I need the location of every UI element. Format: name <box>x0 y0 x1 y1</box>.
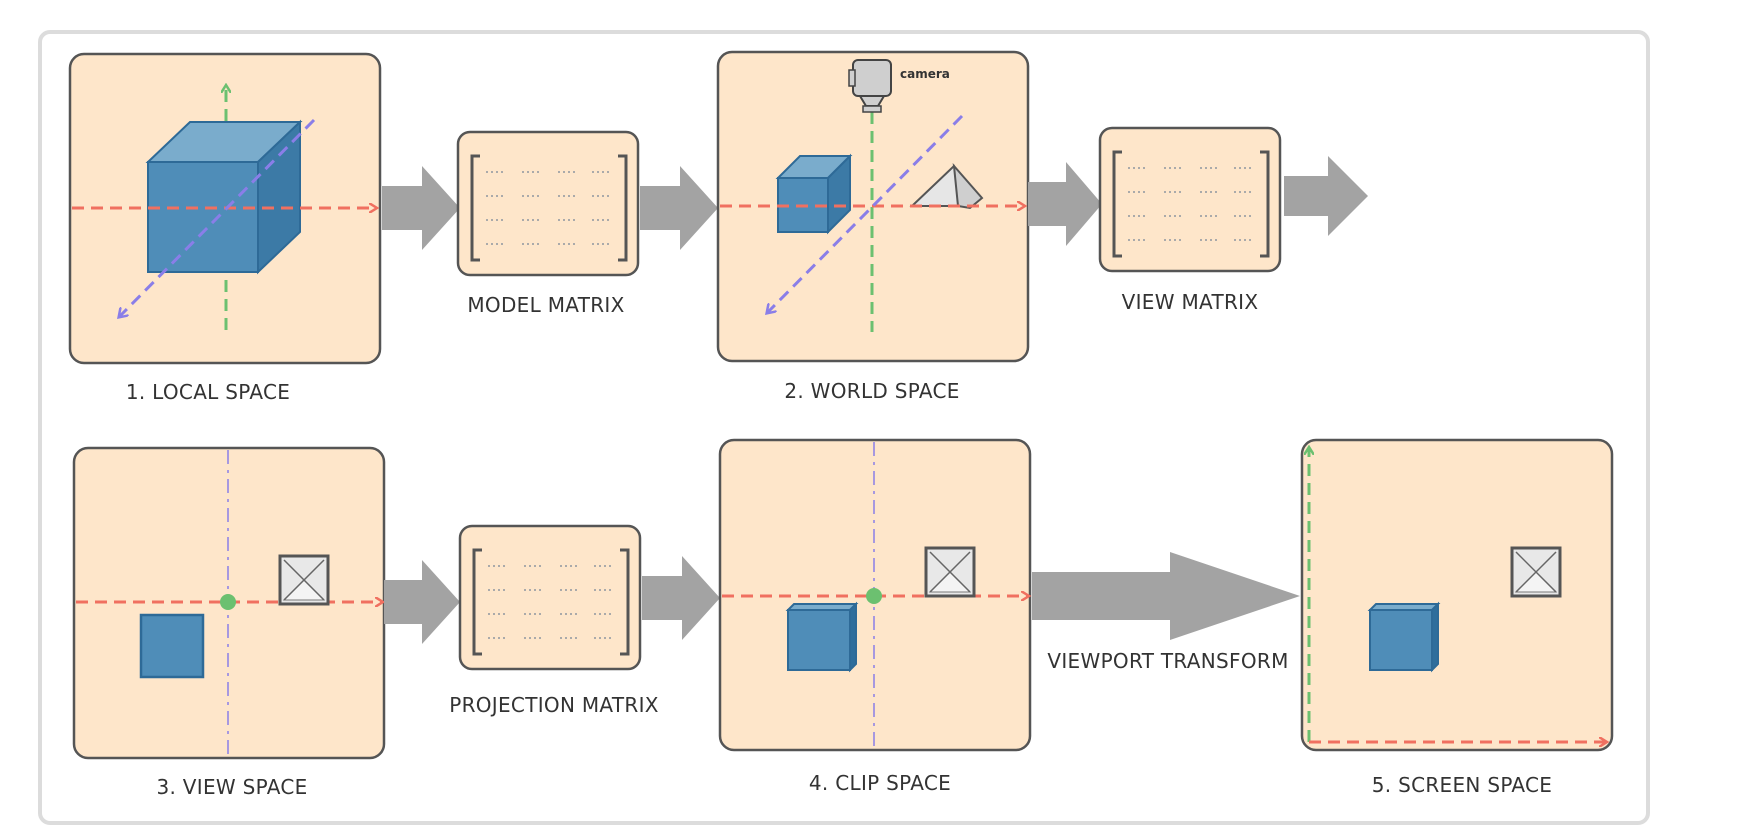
clip-space-panel <box>718 438 1032 752</box>
cube-icon <box>1367 601 1441 673</box>
box-icon <box>1510 546 1562 598</box>
viewport-transform-caption: VIEWPORT TRANSFORM <box>1047 649 1288 673</box>
z-axis <box>120 118 316 316</box>
projection-matrix-box <box>458 524 642 671</box>
view-matrix-caption: VIEW MATRIX <box>1122 290 1259 314</box>
model-matrix-caption: MODEL MATRIX <box>467 293 624 317</box>
view-space-panel <box>72 446 386 760</box>
clip-space-caption: 4. CLIP SPACE <box>809 771 951 795</box>
origin-point <box>220 594 236 610</box>
viewport-transform-arrow <box>1032 552 1300 640</box>
camera-label: camera <box>900 67 950 81</box>
view-space-caption: 3. VIEW SPACE <box>156 775 307 799</box>
arrow-to-clip-space <box>642 556 720 640</box>
world-space-panel: camera <box>716 50 1030 363</box>
cube-icon <box>785 601 859 673</box>
view-matrix-box <box>1098 126 1282 273</box>
pyramid-icon <box>909 162 984 210</box>
origin-point <box>866 588 882 604</box>
cube-icon <box>145 119 303 275</box>
box-icon <box>924 546 976 598</box>
arrow-to-projection-matrix <box>384 560 460 644</box>
arrow-to-view-matrix <box>1028 162 1102 246</box>
z-axis <box>768 114 964 312</box>
arrow-to-model-matrix <box>382 166 460 250</box>
camera-icon <box>848 59 892 113</box>
world-space-caption: 2. WORLD SPACE <box>784 379 959 403</box>
arrow-to-view-space <box>1284 156 1368 236</box>
cube-icon <box>139 613 205 679</box>
local-space-panel <box>68 52 382 365</box>
screen-space-caption: 5. SCREEN SPACE <box>1372 773 1553 797</box>
local-space-caption: 1. LOCAL SPACE <box>126 380 290 404</box>
cube-icon <box>775 153 853 235</box>
arrow-to-world-space <box>640 166 718 250</box>
projection-matrix-caption: PROJECTION MATRIX <box>449 693 659 717</box>
box-icon <box>278 554 330 606</box>
model-matrix-box <box>456 130 640 277</box>
screen-space-panel <box>1300 438 1614 752</box>
